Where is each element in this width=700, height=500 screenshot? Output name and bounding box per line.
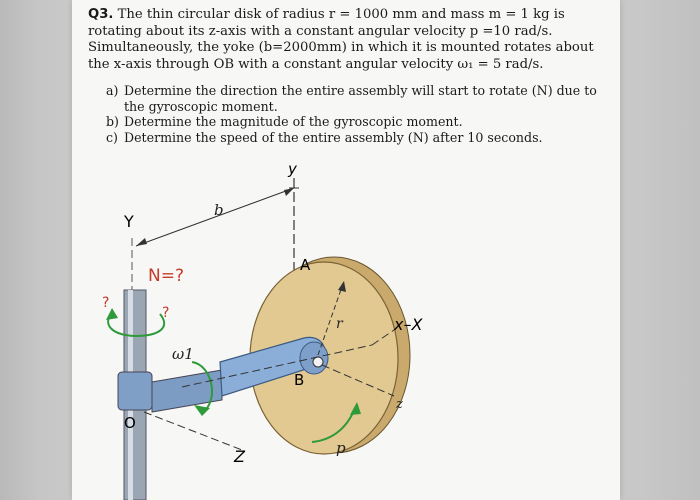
shaft-collar [117, 371, 153, 411]
label-y-small: y [287, 160, 298, 178]
radius-line [317, 280, 345, 356]
label-B: B [294, 371, 304, 389]
part-b: b) Determine the magnitude of the gyrosc… [106, 114, 606, 130]
bearing-B [312, 356, 324, 368]
b-dimension-line [135, 187, 295, 247]
part-c-label: c) [106, 129, 118, 145]
label-z: z [395, 397, 403, 412]
part-b-label: b) [106, 114, 119, 129]
z-axis-line [321, 364, 395, 397]
part-c: c) Determine the speed of the entire ass… [106, 130, 606, 146]
label-question-1: ? [102, 295, 109, 311]
worksheet-page: Q3. The thin circular disk of radius r =… [72, 0, 620, 500]
gyroscope-figure: y b Y N=? ? ? ω1 [102, 160, 423, 500]
label-Y-big: Y [123, 212, 134, 231]
part-a: a) Determine the direction the entire as… [106, 83, 606, 114]
part-a-label: a) [106, 83, 119, 98]
label-r: r [336, 316, 344, 332]
question-number: Q3. [88, 7, 114, 22]
part-c-text: Determine the speed of the entire assemb… [124, 129, 543, 145]
Z-axis-line [143, 411, 243, 451]
part-b-text: Determine the magnitude of the gyroscopi… [124, 114, 463, 129]
label-question-2: ? [162, 305, 169, 321]
pivot-arm [151, 369, 223, 413]
b-arrow-right [284, 188, 294, 196]
label-p: p [336, 439, 346, 457]
question-parts: a) Determine the direction the entire as… [106, 83, 606, 145]
label-x-X: x–X [393, 315, 423, 334]
label-O: O [124, 414, 136, 432]
label-b: b [214, 201, 224, 219]
b-arrow-left [136, 238, 147, 246]
omega1-arrowhead [194, 405, 210, 416]
part-a-text: Determine the direction the entire assem… [124, 83, 597, 114]
label-Z: Z [233, 447, 246, 466]
radius-arrowhead [338, 281, 346, 292]
shaft-rotation-arrowhead [106, 308, 118, 320]
label-N: N=? [148, 266, 184, 286]
x-axis-line [181, 344, 373, 388]
label-A: A [300, 256, 311, 274]
question-body: The thin circular disk of radius r = 100… [88, 7, 594, 72]
label-omega1: ω1 [172, 345, 194, 363]
p-arrowhead [350, 402, 361, 415]
shaft-rotation-arrow [107, 311, 166, 338]
question-text: Q3. The thin circular disk of radius r =… [88, 7, 608, 73]
x-axis-extension [371, 329, 395, 346]
